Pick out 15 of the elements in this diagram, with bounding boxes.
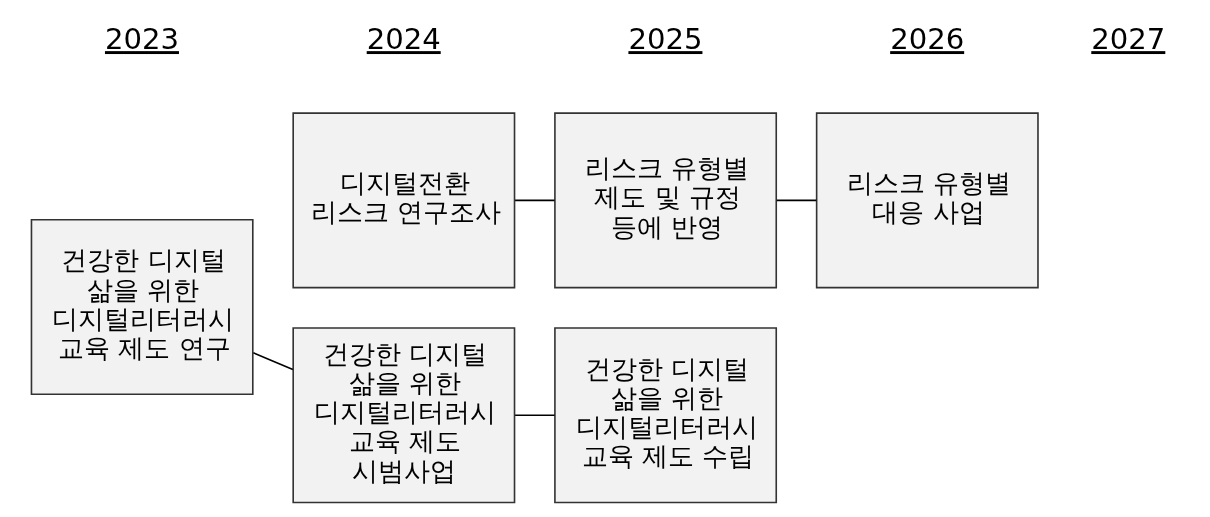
connector [776, 199, 818, 202]
node-box: 리스크 유형별 제도 및 규정 등에 반영 [554, 112, 778, 289]
node-box: 건강한 디지털 삶을 위한 디지털리터러시 교육 제도 수립 [554, 327, 778, 504]
connector [514, 199, 556, 202]
label: 2023 [104, 22, 179, 57]
label: 2025 [628, 22, 703, 57]
label: 2027 [1091, 22, 1166, 57]
node-box: 리스크 유형별 대응 사업 [815, 112, 1039, 289]
node-box: 건강한 디지털 삶을 위한 디지털리터러시 교육 제도 시범사업 [292, 327, 516, 504]
connector [252, 352, 294, 371]
node-box: 건강한 디지털 삶을 위한 디지털리터러시 교육 제도 연구 [30, 218, 254, 395]
connector [514, 414, 556, 416]
node-box: 디지털전환 리스크 연구조사 [292, 112, 516, 289]
label: 2024 [366, 22, 441, 57]
label: 2026 [890, 22, 965, 57]
